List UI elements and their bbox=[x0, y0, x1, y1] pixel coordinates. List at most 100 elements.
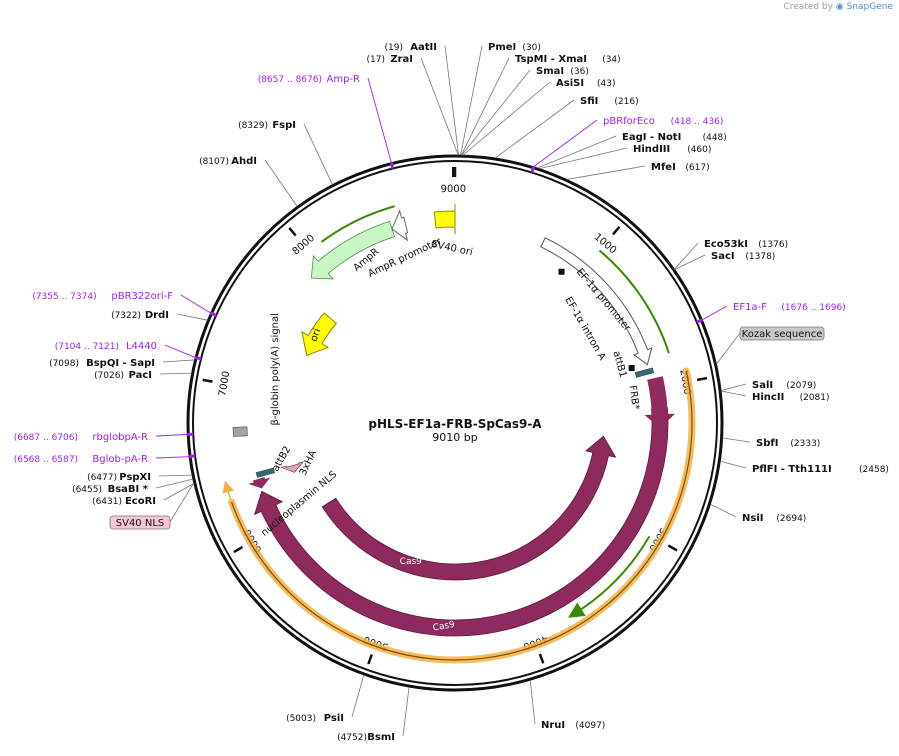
site-name-EagI: EagI - NotI bbox=[622, 132, 681, 143]
ruler-tick-3000 bbox=[667, 544, 678, 552]
site-pos-AatII: (19) bbox=[385, 43, 403, 53]
site-name-BsmI: BsmI bbox=[367, 732, 395, 743]
site-line-MfeI bbox=[566, 165, 646, 180]
site-name-AsiSI: AsiSI bbox=[556, 78, 584, 89]
site-line-TspMI bbox=[460, 57, 510, 156]
feature-sv40-ori bbox=[433, 203, 456, 235]
primer-range-Bglob-pA-R: (6568 .. 6587) bbox=[14, 455, 78, 465]
primer-name-rbglobpA-R: rbglobpA-R bbox=[92, 432, 148, 443]
primer-mark-pBRforEco bbox=[530, 166, 536, 173]
primer-range-pBR322ori-F: (7355 .. 7374) bbox=[32, 292, 96, 302]
site-line-NsiI bbox=[710, 503, 737, 518]
primer-mark-pBR322ori-F bbox=[209, 311, 217, 317]
site-name-PmeI: PmeI bbox=[488, 42, 516, 53]
ruler-label-7000: 7000 bbox=[217, 370, 232, 397]
primer-name-pBR322ori-F: pBR322ori-F bbox=[111, 291, 173, 302]
box-Kozak sequence bbox=[739, 326, 825, 341]
orf-forward-line bbox=[230, 370, 693, 661]
site-line-PsiI bbox=[351, 674, 365, 718]
ruler-tick-8000 bbox=[288, 227, 297, 237]
site-name-BspQI: BspQI - SapI bbox=[86, 358, 155, 369]
box-label-Kozak sequence: Kozak sequence bbox=[742, 329, 823, 340]
site-line-DrdI bbox=[176, 313, 208, 321]
site-line-AsiSI bbox=[462, 81, 551, 156]
primer-range-Amp-R: (8657 .. 8676) bbox=[258, 75, 322, 85]
site-name-SmaI: SmaI bbox=[536, 66, 564, 77]
primer-line-Bglob-pA-R bbox=[155, 456, 190, 459]
site-pos-SacI: (1378) bbox=[745, 252, 775, 262]
site-pos-SmaI: (36) bbox=[570, 67, 588, 77]
orf-green-lower bbox=[568, 535, 651, 618]
site-pos-SalI: (2079) bbox=[786, 381, 816, 391]
site-line-SbfI bbox=[722, 437, 751, 443]
primer-line-Amp-R bbox=[367, 77, 392, 163]
site-name-AhdI: AhdI bbox=[231, 156, 257, 167]
feature-3xha bbox=[280, 461, 305, 473]
site-name-SacI: SacI bbox=[711, 251, 735, 262]
primer-line-L4440 bbox=[164, 344, 196, 358]
ruler-tick-5000 bbox=[367, 654, 373, 665]
primer-line-pBR322ori-F bbox=[180, 294, 211, 314]
site-pos-AhdI: (8107) bbox=[199, 157, 229, 167]
site-line-PflFI bbox=[720, 460, 747, 469]
primer-range-EF1a-F: (1676 .. 1696) bbox=[781, 303, 845, 313]
site-name-SbfI: SbfI bbox=[756, 438, 778, 449]
site-name-DrdI: DrdI bbox=[145, 310, 169, 321]
orf-green-amp bbox=[321, 205, 395, 243]
site-line-SmaI bbox=[461, 69, 531, 156]
ruler-label-8000: 8000 bbox=[291, 233, 318, 258]
primer-name-EF1a-F: EF1a-F bbox=[733, 302, 767, 313]
site-name-MfeI: MfeI bbox=[651, 162, 676, 173]
label-ori: ori bbox=[309, 327, 324, 343]
site-pos-TspMI: (34) bbox=[602, 55, 620, 65]
primer-mark-L4440 bbox=[194, 355, 202, 361]
feature-bglobin-polya bbox=[232, 426, 248, 437]
site-line-Eco53kI bbox=[674, 242, 699, 270]
site-pos-NsiI: (2694) bbox=[776, 514, 806, 524]
label-cas9-inner: Cas9 bbox=[400, 557, 422, 567]
site-pos-PflFI: (2458) bbox=[859, 465, 889, 475]
site-name-HincII: HincII bbox=[752, 392, 784, 403]
site-name-FspI: FspI bbox=[272, 120, 296, 131]
ruler-tick-4000 bbox=[538, 653, 545, 664]
site-pos-Eco53kI: (1376) bbox=[758, 240, 788, 250]
site-pos-EcoRI: (6431) bbox=[92, 497, 122, 507]
plasmid-size: 9010 bp bbox=[432, 431, 477, 444]
primer-name-L4440: L4440 bbox=[126, 341, 157, 352]
site-pos-PacI: (7026) bbox=[94, 371, 124, 381]
feature-intron-end bbox=[628, 365, 635, 372]
site-pos-BsmI: (4752) bbox=[337, 733, 367, 743]
primer-range-pBRforEco: (418 .. 436) bbox=[671, 117, 724, 127]
site-pos-FspI: (8329) bbox=[238, 121, 268, 131]
ruler-label-1000: 1000 bbox=[592, 232, 619, 257]
site-name-TspMI: TspMI - XmaI bbox=[515, 54, 587, 65]
orf-forward-tail bbox=[222, 480, 234, 500]
primer-name-Amp-R: Amp-R bbox=[327, 74, 361, 85]
site-line-FspI bbox=[303, 123, 333, 185]
orf-layer bbox=[222, 205, 696, 664]
feature-attb2 bbox=[255, 467, 276, 478]
primer-line-rbglobpA-R bbox=[155, 434, 188, 437]
site-pos-PmeI: (30) bbox=[522, 43, 540, 53]
site-line-EagI bbox=[537, 135, 617, 169]
site-line-ZraI bbox=[420, 57, 459, 156]
box-line-SV40 NLS bbox=[169, 482, 195, 523]
site-pos-MfeI: (617) bbox=[685, 163, 709, 173]
site-pos-ZraI: (17) bbox=[367, 55, 385, 65]
site-pos-AsiSI: (43) bbox=[597, 79, 615, 89]
ruler-tick-6000 bbox=[233, 545, 244, 554]
site-name-SalI: SalI bbox=[752, 380, 773, 391]
site-line-HincII bbox=[721, 390, 747, 397]
site-name-PacI: PacI bbox=[129, 370, 152, 381]
label-attb1: attB1 bbox=[611, 350, 629, 379]
primer-mark-Amp-R bbox=[389, 162, 395, 169]
primer-range-L4440: (7104 .. 7121) bbox=[55, 342, 119, 352]
primer-mark-EF1a-F bbox=[696, 318, 703, 324]
site-line-EcoRI bbox=[163, 483, 195, 501]
site-name-ZraI: ZraI bbox=[390, 54, 413, 65]
orf-green-upper bbox=[598, 249, 670, 354]
site-pos-BspQI: (7098) bbox=[49, 359, 79, 369]
site-name-NsiI: NsiI bbox=[742, 513, 763, 524]
backbone-outer-ring bbox=[186, 154, 724, 692]
